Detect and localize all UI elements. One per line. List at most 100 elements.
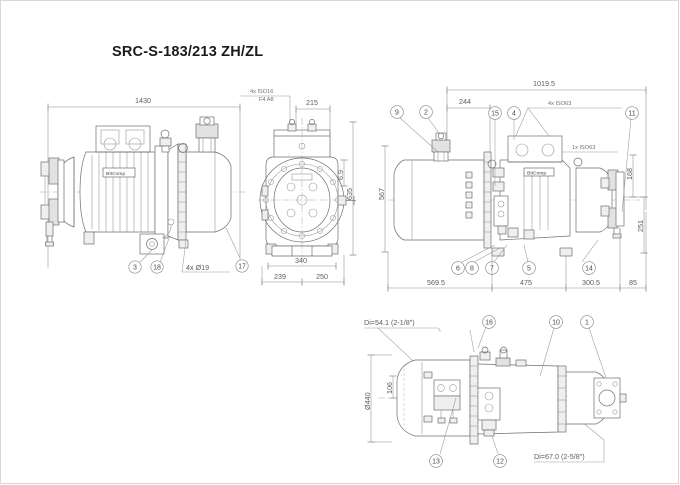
plan-motor-flange-marks bbox=[558, 375, 566, 425]
balloon-16-label: 16 bbox=[485, 319, 493, 326]
bottom-plan-view: Di=54.1 (2-1/8") Di=67.0 (2-5/8") Ø440 bbox=[363, 315, 627, 468]
oil-filter-block bbox=[139, 218, 175, 255]
right-terminal-box bbox=[507, 135, 563, 163]
note-1x-iso63-label: 1x ISO63 bbox=[572, 145, 595, 151]
dim-label-1430: 1430 bbox=[135, 96, 151, 105]
right-foot-2 bbox=[559, 247, 573, 257]
balloon-17: 17 bbox=[225, 227, 249, 273]
plan-separator-drum bbox=[396, 359, 471, 437]
cooling-fins bbox=[91, 152, 149, 232]
balloon-11: 11 bbox=[621, 106, 639, 213]
mounting-foot-right bbox=[178, 239, 189, 249]
dim-label-300-5: 300.5 bbox=[582, 278, 600, 287]
note-iso16-line1: 4x ISO16 bbox=[250, 89, 273, 95]
dim-239-250: 239 250 bbox=[261, 255, 345, 286]
left-elevation-view: 1430 bbox=[40, 96, 249, 274]
note-4x-d19: 4x Ø19 bbox=[181, 239, 230, 273]
balloon-12: 12 bbox=[491, 435, 507, 468]
note-di-67-label: Di=67.0 (2-5/8") bbox=[534, 452, 585, 461]
balloon-1: 1 bbox=[580, 315, 607, 379]
note-4x-iso63: 4x ISO63 bbox=[513, 101, 622, 141]
page-title: SRC-S-183/213 ZH/ZL bbox=[112, 44, 264, 60]
dim-251: 251 bbox=[620, 196, 648, 254]
dim-label-251: 251 bbox=[636, 220, 645, 232]
balloon-15: 15 bbox=[488, 106, 502, 186]
balloon-1-label: 1 bbox=[585, 319, 589, 326]
front-side-port bbox=[337, 195, 356, 206]
right-brand-logo-text: BitComp bbox=[527, 171, 546, 176]
dim-label-239: 239 bbox=[274, 272, 286, 281]
dim-340: 340 bbox=[267, 256, 337, 270]
balloon-3-label: 3 bbox=[133, 264, 137, 271]
dim-label-340: 340 bbox=[295, 256, 307, 265]
right-end-flange bbox=[600, 169, 625, 239]
balloon-4-label: 4 bbox=[512, 110, 516, 117]
balloon-12-label: 12 bbox=[496, 458, 504, 465]
compressor-mid-body bbox=[154, 145, 169, 239]
note-4x-iso16: 4x ISO16 F4 A8 bbox=[240, 89, 291, 128]
plan-end-flange bbox=[593, 377, 627, 419]
dim-label-1019-5: 1019.5 bbox=[533, 79, 555, 88]
dim-label-85: 85 bbox=[629, 278, 637, 287]
plan-flange-marks bbox=[470, 365, 478, 437]
dim-label-69: 6.9 bbox=[336, 170, 345, 180]
dim-106: 106 bbox=[385, 375, 397, 399]
lift-eye bbox=[178, 143, 188, 153]
balloon-10: 10 bbox=[539, 315, 563, 377]
brand-logo: BitComp bbox=[102, 167, 136, 178]
dim-label-250: 250 bbox=[316, 272, 328, 281]
dim-label-440: Ø440 bbox=[363, 392, 372, 410]
right-lift-eye bbox=[487, 159, 497, 169]
balloon-18-label: 18 bbox=[153, 264, 161, 271]
dim-label-567: 567 bbox=[377, 188, 386, 200]
dim-label-635: 635 bbox=[345, 188, 354, 200]
motor-barrel bbox=[79, 151, 156, 233]
balloon-11-label: 11 bbox=[628, 110, 635, 117]
balloon-2-label: 2 bbox=[424, 109, 428, 116]
plan-top-valves bbox=[479, 346, 527, 367]
plan-hidden-edges bbox=[403, 364, 567, 434]
right-body-ribs bbox=[523, 172, 549, 230]
dim-635: 635 bbox=[345, 121, 357, 256]
balloon-8: 8 bbox=[465, 247, 501, 275]
balloon-8-label: 8 bbox=[470, 265, 474, 272]
dim-label-569-5: 569.5 bbox=[427, 278, 445, 287]
right-motor-end bbox=[575, 167, 613, 233]
dim-1019-5: 1019.5 bbox=[446, 79, 647, 210]
note-iso16-line2: F4 A8 bbox=[259, 97, 274, 103]
plan-oil-block bbox=[423, 371, 461, 424]
service-valve-small bbox=[159, 129, 172, 153]
balloon-3: 3 bbox=[128, 249, 153, 274]
right-brand-logo: BitComp bbox=[523, 167, 555, 177]
balloon-4: 4 bbox=[507, 106, 521, 140]
dim-label-106: 106 bbox=[385, 382, 394, 394]
dim-567: 567 bbox=[377, 145, 389, 253]
note-4x-iso63-label: 4x ISO63 bbox=[548, 101, 571, 107]
bolt-flange-strip bbox=[177, 143, 187, 241]
right-suction-valve bbox=[431, 132, 451, 162]
front-end-view: 4x ISO16 F4 A8 215 6.9 bbox=[240, 89, 357, 286]
balloon-5: 5 bbox=[522, 244, 536, 275]
balloon-2: 2 bbox=[419, 105, 440, 134]
balloon-14-label: 14 bbox=[585, 265, 593, 272]
balloon-17-label: 17 bbox=[238, 263, 246, 270]
right-separator-drum bbox=[393, 159, 485, 241]
right-side-ports bbox=[465, 171, 473, 219]
note-4x-d19-label: 4x Ø19 bbox=[186, 263, 209, 272]
balloon-10-label: 10 bbox=[552, 319, 560, 326]
balloon-13-label: 13 bbox=[432, 458, 440, 465]
balloon-9-label: 9 bbox=[395, 109, 399, 116]
balloon-5-label: 5 bbox=[527, 265, 531, 272]
balloon-6-label: 6 bbox=[456, 265, 460, 272]
balloon-6: 6 bbox=[451, 244, 496, 275]
dim-label-244: 244 bbox=[459, 97, 471, 106]
right-flange-bolts bbox=[484, 161, 491, 233]
balloon-13: 13 bbox=[429, 397, 457, 468]
balloon-18: 18 bbox=[150, 235, 171, 274]
note-di-54-label: Di=54.1 (2-1/8") bbox=[364, 318, 415, 327]
plan-flange-plate bbox=[469, 355, 479, 445]
suction-flange-assembly bbox=[40, 157, 65, 247]
balloon-14: 14 bbox=[581, 239, 599, 275]
